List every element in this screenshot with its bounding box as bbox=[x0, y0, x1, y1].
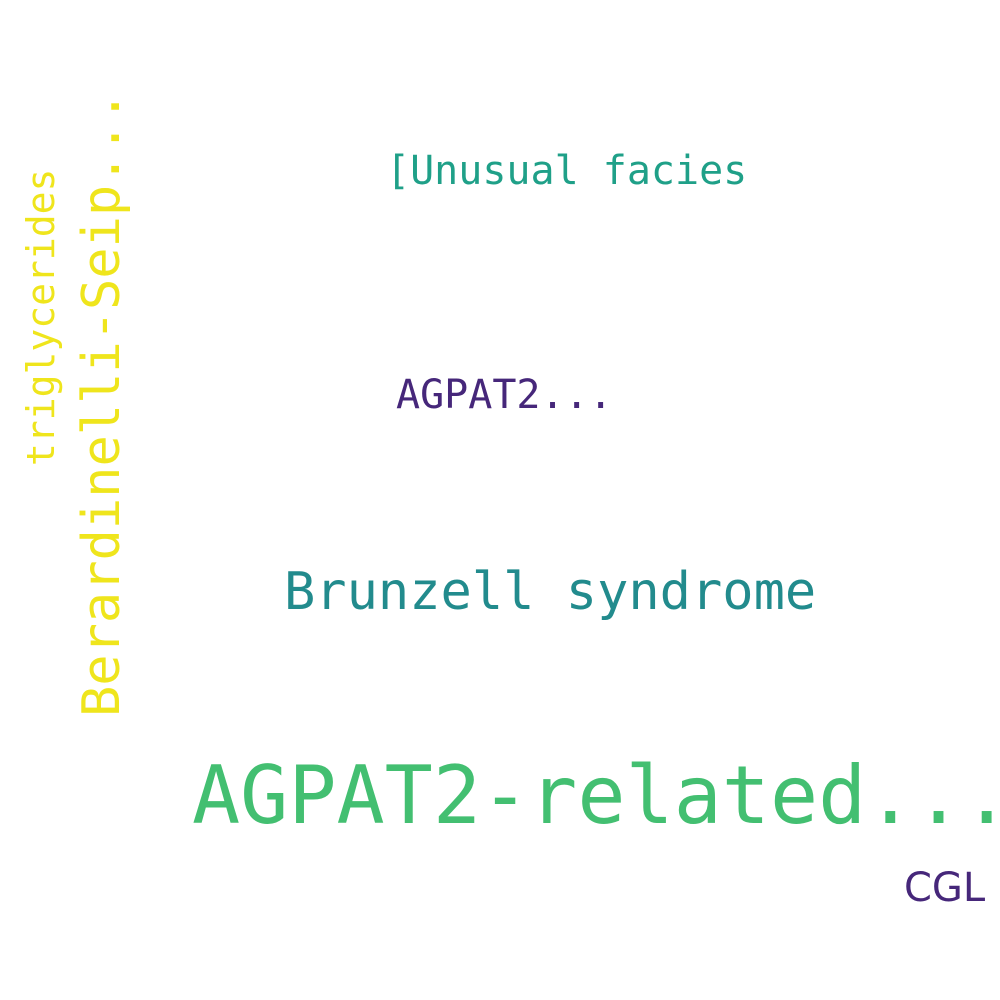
word-agpat2-related: AGPAT2-related... bbox=[192, 749, 1000, 842]
word-brunzell-syndrome: Brunzell syndrome bbox=[284, 562, 817, 622]
word-cgl: CGL bbox=[904, 865, 986, 911]
word-berardinelli-seip: Berardinelli-Seip... bbox=[72, 90, 132, 717]
word-unusual-facies: [Unusual facies bbox=[386, 148, 748, 194]
word-triglycerides: triglycerides bbox=[19, 168, 63, 466]
word-agpat2-short: AGPAT2... bbox=[396, 372, 613, 418]
